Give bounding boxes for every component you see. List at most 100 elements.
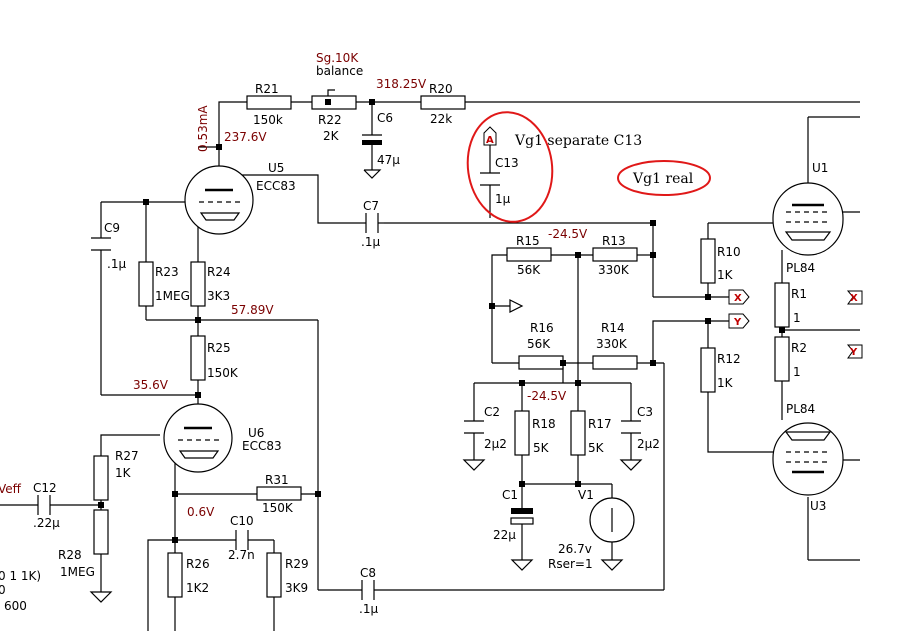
capacitor-c9 bbox=[91, 237, 111, 251]
c3-ref: C3 bbox=[637, 405, 653, 419]
c12-ref: C12 bbox=[33, 481, 57, 495]
r28-ref: R28 bbox=[58, 548, 82, 562]
r26-ref: R26 bbox=[186, 557, 210, 571]
capacitor-c13 bbox=[480, 172, 500, 186]
r12-ref: R12 bbox=[717, 352, 741, 366]
voltage-source-v1 bbox=[589, 497, 635, 543]
c2-ref: C2 bbox=[484, 405, 500, 419]
annotation-circle-vg1-real bbox=[617, 160, 711, 196]
c10-ref: C10 bbox=[230, 514, 254, 528]
net-flag-x-right-label: X bbox=[850, 293, 858, 304]
wires bbox=[0, 89, 860, 631]
resistor-r31 bbox=[256, 486, 302, 501]
ground-icon bbox=[462, 459, 486, 471]
r24-value: 3K3 bbox=[207, 289, 230, 303]
r10-ref: R10 bbox=[717, 245, 741, 259]
c2-value: 2µ2 bbox=[484, 437, 507, 451]
resistor-r16 bbox=[518, 355, 564, 370]
tube-u6 bbox=[163, 403, 233, 473]
capacitor-c12 bbox=[37, 495, 51, 515]
resistor-r10 bbox=[700, 238, 716, 284]
r2-value: 1 bbox=[793, 365, 801, 379]
c7-value: .1µ bbox=[361, 235, 380, 249]
cutoff-text: 0 1 1K) 0 600 bbox=[0, 569, 41, 613]
net-flag-a-label: A bbox=[486, 135, 494, 146]
u6-ref: U6 bbox=[248, 426, 264, 440]
r20-ref: R20 bbox=[429, 82, 453, 96]
u3-value: PL84 bbox=[786, 402, 815, 416]
resistor-r17 bbox=[570, 410, 586, 456]
c1-value: 22µ bbox=[493, 528, 516, 542]
resistor-r18 bbox=[514, 410, 530, 456]
r17-ref: R17 bbox=[588, 417, 612, 431]
r29-ref: R29 bbox=[285, 557, 309, 571]
c7-ref: C7 bbox=[363, 199, 379, 213]
c12-value: .22µ bbox=[33, 516, 60, 530]
resistor-r13 bbox=[592, 247, 638, 262]
ground-icon bbox=[89, 591, 113, 603]
v1-ref: V1 bbox=[578, 488, 594, 502]
r15-ref: R15 bbox=[516, 234, 540, 248]
u5-ref: U5 bbox=[268, 161, 284, 175]
resistor-r29 bbox=[266, 552, 282, 598]
net-flag-x-right: X bbox=[846, 290, 863, 305]
resistor-r24 bbox=[190, 261, 206, 307]
r13-value: 330K bbox=[598, 263, 630, 277]
u5-value: ECC83 bbox=[256, 179, 296, 193]
r22-note-1: Sg.10K bbox=[316, 51, 359, 65]
r18-ref: R18 bbox=[532, 417, 556, 431]
cutoff-line-2: 0 bbox=[0, 583, 6, 597]
r27-value: 1K bbox=[115, 466, 132, 480]
r20-value: 22k bbox=[430, 112, 452, 126]
resistor-r1 bbox=[774, 282, 790, 328]
tube-u5 bbox=[184, 165, 254, 235]
net-flag-y-right: Y bbox=[846, 344, 863, 359]
v1-value: 26.7v bbox=[558, 542, 592, 556]
v1-rser: Rser=1 bbox=[548, 557, 593, 571]
r21-ref: R21 bbox=[255, 82, 279, 96]
r21-value: 150k bbox=[253, 113, 283, 127]
net-flag-y: Y bbox=[728, 313, 750, 329]
ground-icon bbox=[600, 559, 624, 571]
cutoff-line-3: 600 bbox=[4, 599, 27, 613]
resistor-r27 bbox=[93, 455, 109, 501]
capacitor-c6 bbox=[362, 134, 382, 179]
r14-value: 330K bbox=[596, 337, 628, 351]
u6-value: ECC83 bbox=[242, 439, 282, 453]
resistor-r12 bbox=[700, 347, 716, 393]
voltage-35: 35.6V bbox=[133, 378, 169, 392]
resistor-r15 bbox=[506, 247, 552, 262]
capacitor-c10 bbox=[235, 530, 249, 550]
r29-value: 3K9 bbox=[285, 581, 308, 595]
c10-value: 2.7n bbox=[228, 548, 255, 562]
voltage-06: 0.6V bbox=[187, 505, 215, 519]
r24-ref: R24 bbox=[207, 265, 231, 279]
tube-u1 bbox=[772, 182, 844, 256]
net-flag-x-label: X bbox=[734, 293, 742, 304]
voltage-neg-top: -24.5V bbox=[548, 227, 588, 241]
annotation-vg1-real: Vg1 real bbox=[632, 171, 694, 187]
r27-ref: R27 bbox=[115, 449, 139, 463]
c13-ref: C13 bbox=[495, 156, 519, 170]
r16-ref: R16 bbox=[530, 321, 554, 335]
r22-value: 2K bbox=[323, 129, 340, 143]
resistors-vertical bbox=[93, 238, 790, 598]
r10-value: 1K bbox=[717, 268, 734, 282]
cutoff-line-1: 0 1 1K) bbox=[0, 569, 41, 583]
r18-value: 5K bbox=[533, 441, 550, 455]
u1-value: PL84 bbox=[786, 261, 815, 275]
resistor-r2 bbox=[774, 336, 790, 382]
grounds bbox=[89, 459, 643, 603]
ground-icon bbox=[510, 559, 534, 571]
resistor-r22 bbox=[311, 95, 357, 110]
current-053: 0.53mA bbox=[196, 105, 210, 152]
r22-ref: R22 bbox=[318, 113, 342, 127]
capacitor-c8 bbox=[361, 580, 375, 600]
r17-value: 5K bbox=[588, 441, 605, 455]
u3-ref: U3 bbox=[810, 499, 826, 513]
annotation-circle-c13 bbox=[466, 111, 554, 223]
r15-value: 56K bbox=[517, 263, 541, 277]
c9-ref: C9 bbox=[104, 221, 120, 235]
junctions bbox=[98, 99, 785, 543]
net-flag-x: X bbox=[728, 289, 750, 305]
